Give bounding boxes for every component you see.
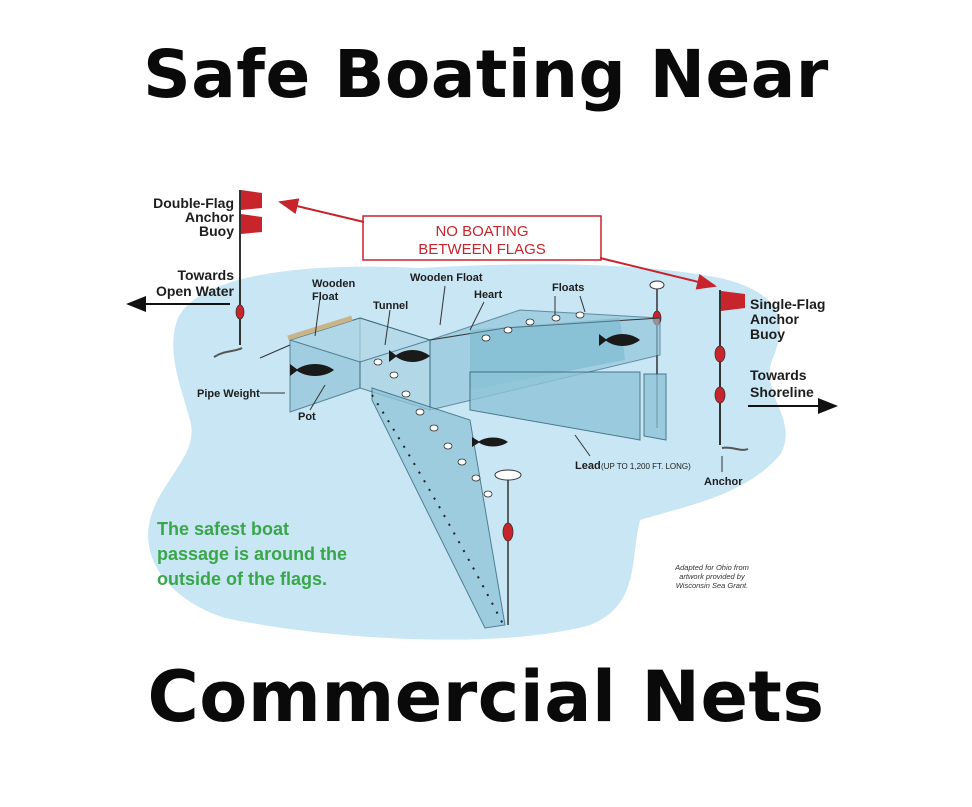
safe-passage-note: The safest boat passage is around the ou… bbox=[157, 519, 347, 589]
single-flag-line-3: Buoy bbox=[750, 326, 785, 342]
pot-net bbox=[259, 315, 432, 413]
lead-note: (UP TO 1,200 FT. LONG) bbox=[601, 462, 691, 471]
single-flag-line-2: Anchor bbox=[750, 311, 800, 327]
fish-icon bbox=[389, 350, 430, 362]
heart-label: Heart bbox=[474, 289, 502, 301]
fish-icon bbox=[472, 437, 508, 447]
shoreline-label: Towards Shoreline bbox=[750, 367, 814, 400]
lead-label: Lead bbox=[575, 460, 601, 472]
single-flag-label: Single-Flag Anchor Buoy bbox=[750, 296, 825, 342]
page-title-bottom: Commercial Nets bbox=[147, 656, 825, 738]
shoreline-line-1: Towards bbox=[750, 367, 807, 383]
wooden-float-left-line-1: Wooden bbox=[312, 278, 355, 290]
credit-line-1: Adapted for Ohio from bbox=[674, 563, 749, 572]
tunnel-label: Tunnel bbox=[373, 300, 408, 312]
safe-passage-line-2: passage is around the bbox=[157, 544, 347, 564]
pipe-weight-label: Pipe Weight bbox=[197, 388, 260, 400]
no-boating-callout: NO BOATING BETWEEN FLAGS bbox=[278, 198, 717, 290]
float-line bbox=[373, 311, 585, 498]
arrow-to-double-flag bbox=[278, 198, 365, 223]
open-water-line-1: Towards bbox=[177, 267, 234, 283]
open-water-label: Towards Open Water bbox=[156, 267, 235, 299]
page-title-top: Safe Boating Near bbox=[143, 36, 829, 113]
credit-line-2: artwork provided by bbox=[679, 572, 746, 581]
double-flag-line-2: Anchor bbox=[185, 209, 235, 225]
no-boating-box bbox=[362, 215, 602, 261]
pot-label: Pot bbox=[298, 411, 316, 423]
safe-passage-line-3: outside of the flags. bbox=[157, 569, 327, 589]
double-flag-line-1: Double-Flag bbox=[153, 195, 234, 211]
fish-icon bbox=[290, 364, 334, 376]
no-boating-line-2: BETWEEN FLAGS bbox=[418, 241, 546, 258]
single-flag-buoy bbox=[714, 290, 749, 451]
anchor-label: Anchor bbox=[704, 476, 743, 488]
double-flag-buoy bbox=[213, 190, 262, 358]
wooden-float-mid-label: Wooden Float bbox=[410, 272, 483, 284]
lead-net bbox=[371, 371, 667, 629]
double-flag-label: Double-Flag Anchor Buoy bbox=[153, 195, 234, 239]
fish-icons bbox=[290, 334, 640, 447]
safe-passage-line-1: The safest boat bbox=[157, 519, 289, 539]
single-flag-line-1: Single-Flag bbox=[750, 296, 825, 312]
double-flag-line-3: Buoy bbox=[199, 223, 234, 239]
shoreline-line-2: Shoreline bbox=[750, 384, 814, 400]
credit-line-3: Wisconsin Sea Grant. bbox=[676, 581, 748, 590]
arrow-to-single-flag bbox=[599, 257, 717, 290]
fish-icon bbox=[599, 334, 640, 346]
open-water-line-2: Open Water bbox=[156, 283, 235, 299]
no-boating-line-1: NO BOATING bbox=[435, 223, 528, 240]
floats-label: Floats bbox=[552, 282, 584, 294]
wooden-float-left-line-2: Float bbox=[312, 291, 339, 303]
credit-note: Adapted for Ohio from artwork provided b… bbox=[674, 563, 749, 590]
